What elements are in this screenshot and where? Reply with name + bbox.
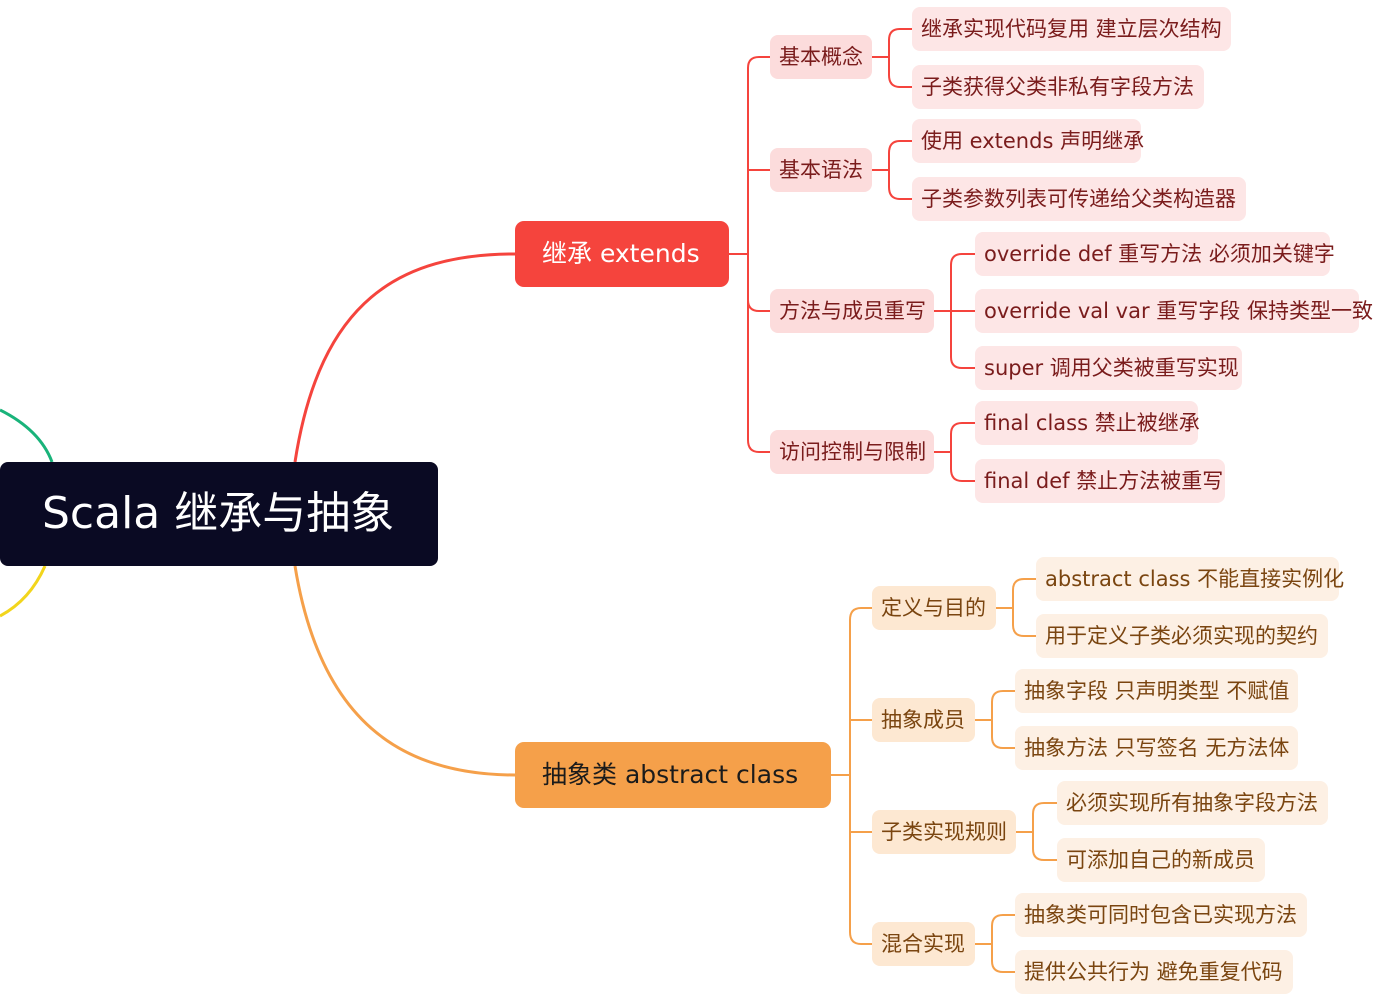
leaf-override-val-var[interactable]: override val var 重写字段 保持类型一致 xyxy=(975,289,1373,333)
leaf-override-def[interactable]: override def 重写方法 必须加关键字 xyxy=(975,232,1335,276)
connectors-abstract xyxy=(831,578,1057,973)
leaf-constructor-params[interactable]: 子类参数列表可传递给父类构造器 xyxy=(912,177,1246,221)
connector-root-inheritance xyxy=(293,252,516,463)
topic-subclass-rules[interactable]: 子类实现规则 xyxy=(872,810,1016,854)
branch-abstract-class[interactable]: 抽象类 abstract class xyxy=(515,742,831,808)
leaf-abstract-method[interactable]: 抽象方法 只写签名 无方法体 xyxy=(1015,726,1298,770)
leaf-subclass-contract[interactable]: 用于定义子类必须实现的契约 xyxy=(1036,614,1328,658)
topic-mixed-implementation[interactable]: 混合实现 xyxy=(872,922,975,966)
leaf-code-reuse-hierarchy[interactable]: 继承实现代码复用 建立层次结构 xyxy=(912,7,1231,51)
topic-definition-purpose[interactable]: 定义与目的 xyxy=(872,586,996,630)
topic-basic-syntax[interactable]: 基本语法 xyxy=(770,148,872,192)
connectors-inheritance xyxy=(729,28,975,482)
leaf-final-class[interactable]: final class 禁止被继承 xyxy=(975,401,1200,445)
leaf-common-behavior[interactable]: 提供公共行为 避免重复代码 xyxy=(1015,950,1293,994)
leaf-final-def[interactable]: final def 禁止方法被重写 xyxy=(975,459,1225,503)
topic-abstract-members[interactable]: 抽象成员 xyxy=(872,698,975,742)
root-node[interactable]: Scala 继承与抽象 xyxy=(0,462,438,566)
leaf-add-new-members[interactable]: 可添加自己的新成员 xyxy=(1057,838,1265,882)
leaf-inherit-non-private[interactable]: 子类获得父类非私有字段方法 xyxy=(912,65,1204,109)
connector-offscreen-green xyxy=(0,408,54,463)
leaf-super-call[interactable]: super 调用父类被重写实现 xyxy=(975,346,1242,390)
branch-inheritance[interactable]: 继承 extends xyxy=(515,221,729,287)
connector-offscreen-yellow xyxy=(0,565,47,618)
topic-basic-concepts[interactable]: 基本概念 xyxy=(770,35,872,79)
topic-override-members[interactable]: 方法与成员重写 xyxy=(770,289,934,333)
leaf-extends-declaration[interactable]: 使用 extends 声明继承 xyxy=(912,119,1144,163)
leaf-implemented-methods[interactable]: 抽象类可同时包含已实现方法 xyxy=(1015,893,1307,937)
leaf-implement-all[interactable]: 必须实现所有抽象字段方法 xyxy=(1057,781,1328,825)
leaf-abstract-field[interactable]: 抽象字段 只声明类型 不赋值 xyxy=(1015,669,1298,713)
leaf-cannot-instantiate[interactable]: abstract class 不能直接实例化 xyxy=(1036,557,1344,601)
connector-root-abstract xyxy=(293,565,516,777)
topic-access-control[interactable]: 访问控制与限制 xyxy=(770,430,934,474)
